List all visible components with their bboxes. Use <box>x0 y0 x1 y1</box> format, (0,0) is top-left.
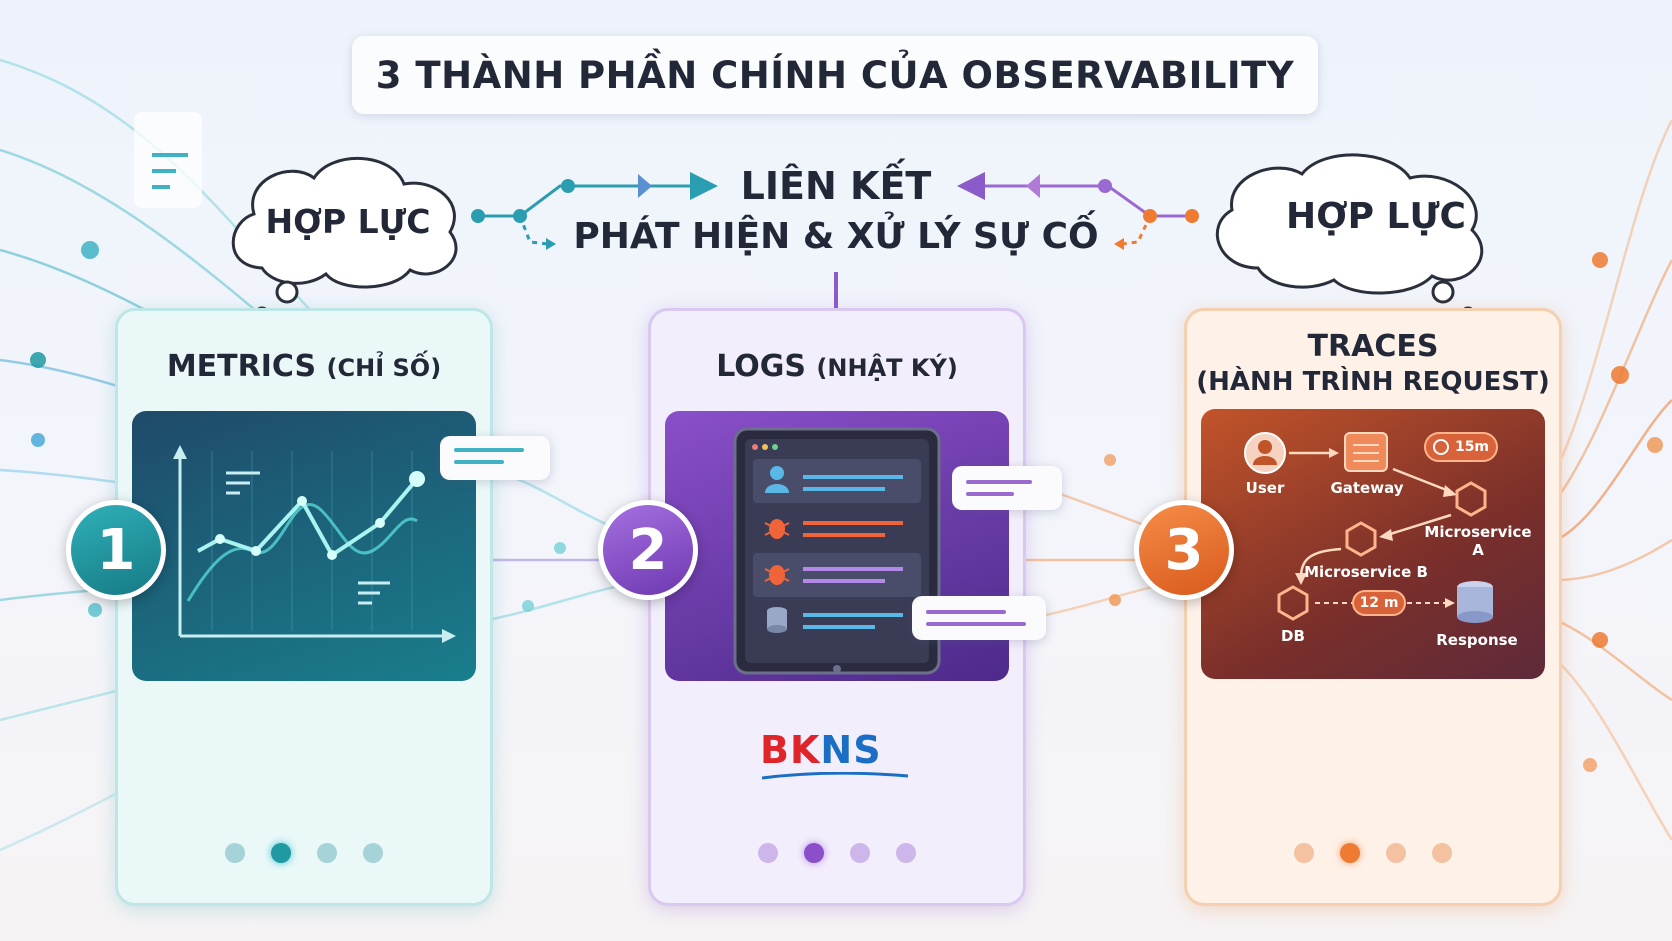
clock-icon <box>1424 432 1498 462</box>
hexagon-node-icon <box>1345 521 1377 557</box>
brand-logo-bk: BK <box>760 728 821 772</box>
trace-label-user: User <box>1245 479 1285 497</box>
gateway-icon <box>1344 432 1388 472</box>
database-icon <box>1457 581 1493 623</box>
center-label-incident: PHÁT HIỆN & XỬ LÝ SỰ CỐ <box>573 216 1099 257</box>
card-traces-title: TRACES <box>1307 329 1439 364</box>
card-traces: TRACES (HÀNH TRÌNH REQUEST) User Gateway… <box>1184 308 1562 906</box>
traces-panel: User Gateway 15m Microservice A Microser… <box>1201 409 1545 679</box>
trace-label-db: DB <box>1281 627 1305 645</box>
page-title: 3 THÀNH PHẦN CHÍNH CỦA OBSERVABILITY <box>375 53 1295 97</box>
dot[interactable] <box>1294 843 1314 863</box>
card-metrics-title: METRICS (CHỈ SỐ) <box>118 349 490 384</box>
dot[interactable] <box>363 843 383 863</box>
dot-active[interactable] <box>1340 843 1360 863</box>
dot[interactable] <box>317 843 337 863</box>
cloud-right <box>1215 153 1484 322</box>
dot[interactable] <box>850 843 870 863</box>
floating-chip-purple <box>952 466 1062 510</box>
logs-subtitle-text: (NHẬT KÝ) <box>816 354 958 382</box>
hexagon-node-icon <box>1277 585 1309 621</box>
brand-swoosh <box>761 772 909 780</box>
carousel-dots-metrics <box>118 843 490 863</box>
badge-number-3: 3 <box>1134 500 1234 600</box>
bug-icon <box>764 565 790 585</box>
metrics-subtitle-text: (CHỈ SỐ) <box>326 354 442 382</box>
document-icon <box>134 112 202 208</box>
metrics-title-text: METRICS <box>166 349 317 384</box>
carousel-dots-logs <box>651 843 1023 863</box>
dot[interactable] <box>1386 843 1406 863</box>
logs-title-text: LOGS <box>716 349 806 384</box>
trace-label-time2: 12 m <box>1359 595 1399 611</box>
logs-panel <box>665 411 1009 681</box>
trace-flow-diagram <box>1244 432 1498 623</box>
chart-icon <box>173 445 456 643</box>
bug-icon <box>764 519 790 539</box>
trace-label-microservice-a: Microservice A <box>1424 523 1532 559</box>
floating-chip-purple-2 <box>912 596 1046 640</box>
log-tablet-icon <box>733 427 941 675</box>
badge-number-2: 2 <box>598 500 698 600</box>
title-banner: 3 THÀNH PHẦN CHÍNH CỦA OBSERVABILITY <box>352 36 1318 114</box>
dot[interactable] <box>758 843 778 863</box>
center-label-link: LIÊN KẾT <box>740 164 932 208</box>
hexagon-node-icon <box>1455 481 1487 517</box>
database-icon <box>767 607 787 633</box>
dot[interactable] <box>225 843 245 863</box>
card-traces-subtitle: (HÀNH TRÌNH REQUEST) <box>1196 367 1550 397</box>
carousel-dots-traces <box>1187 843 1559 863</box>
user-icon <box>765 466 789 493</box>
trace-label-microservice-b: Microservice B <box>1304 563 1428 581</box>
cloud-left-label: HỢP LỰC <box>265 202 431 241</box>
dot-active[interactable] <box>271 843 291 863</box>
dot[interactable] <box>896 843 916 863</box>
card-metrics: METRICS (CHỈ SỐ) <box>115 308 493 906</box>
trace-label-response: Response <box>1436 631 1518 649</box>
brand-logo-ns: NS <box>820 728 882 772</box>
brand-logo: BKNS <box>760 728 909 780</box>
trace-label-time1: 15m <box>1454 439 1490 455</box>
metrics-chart-panel <box>132 411 476 681</box>
user-icon <box>1244 432 1286 474</box>
badge-number-1: 1 <box>66 500 166 600</box>
dot[interactable] <box>1432 843 1452 863</box>
floating-chip-teal <box>440 436 550 480</box>
trace-label-gateway: Gateway <box>1330 479 1404 497</box>
card-logs-title: LOGS (NHẬT KÝ) <box>651 349 1023 384</box>
cloud-right-label: HỢP LỰC <box>1286 196 1466 237</box>
dot-active[interactable] <box>804 843 824 863</box>
